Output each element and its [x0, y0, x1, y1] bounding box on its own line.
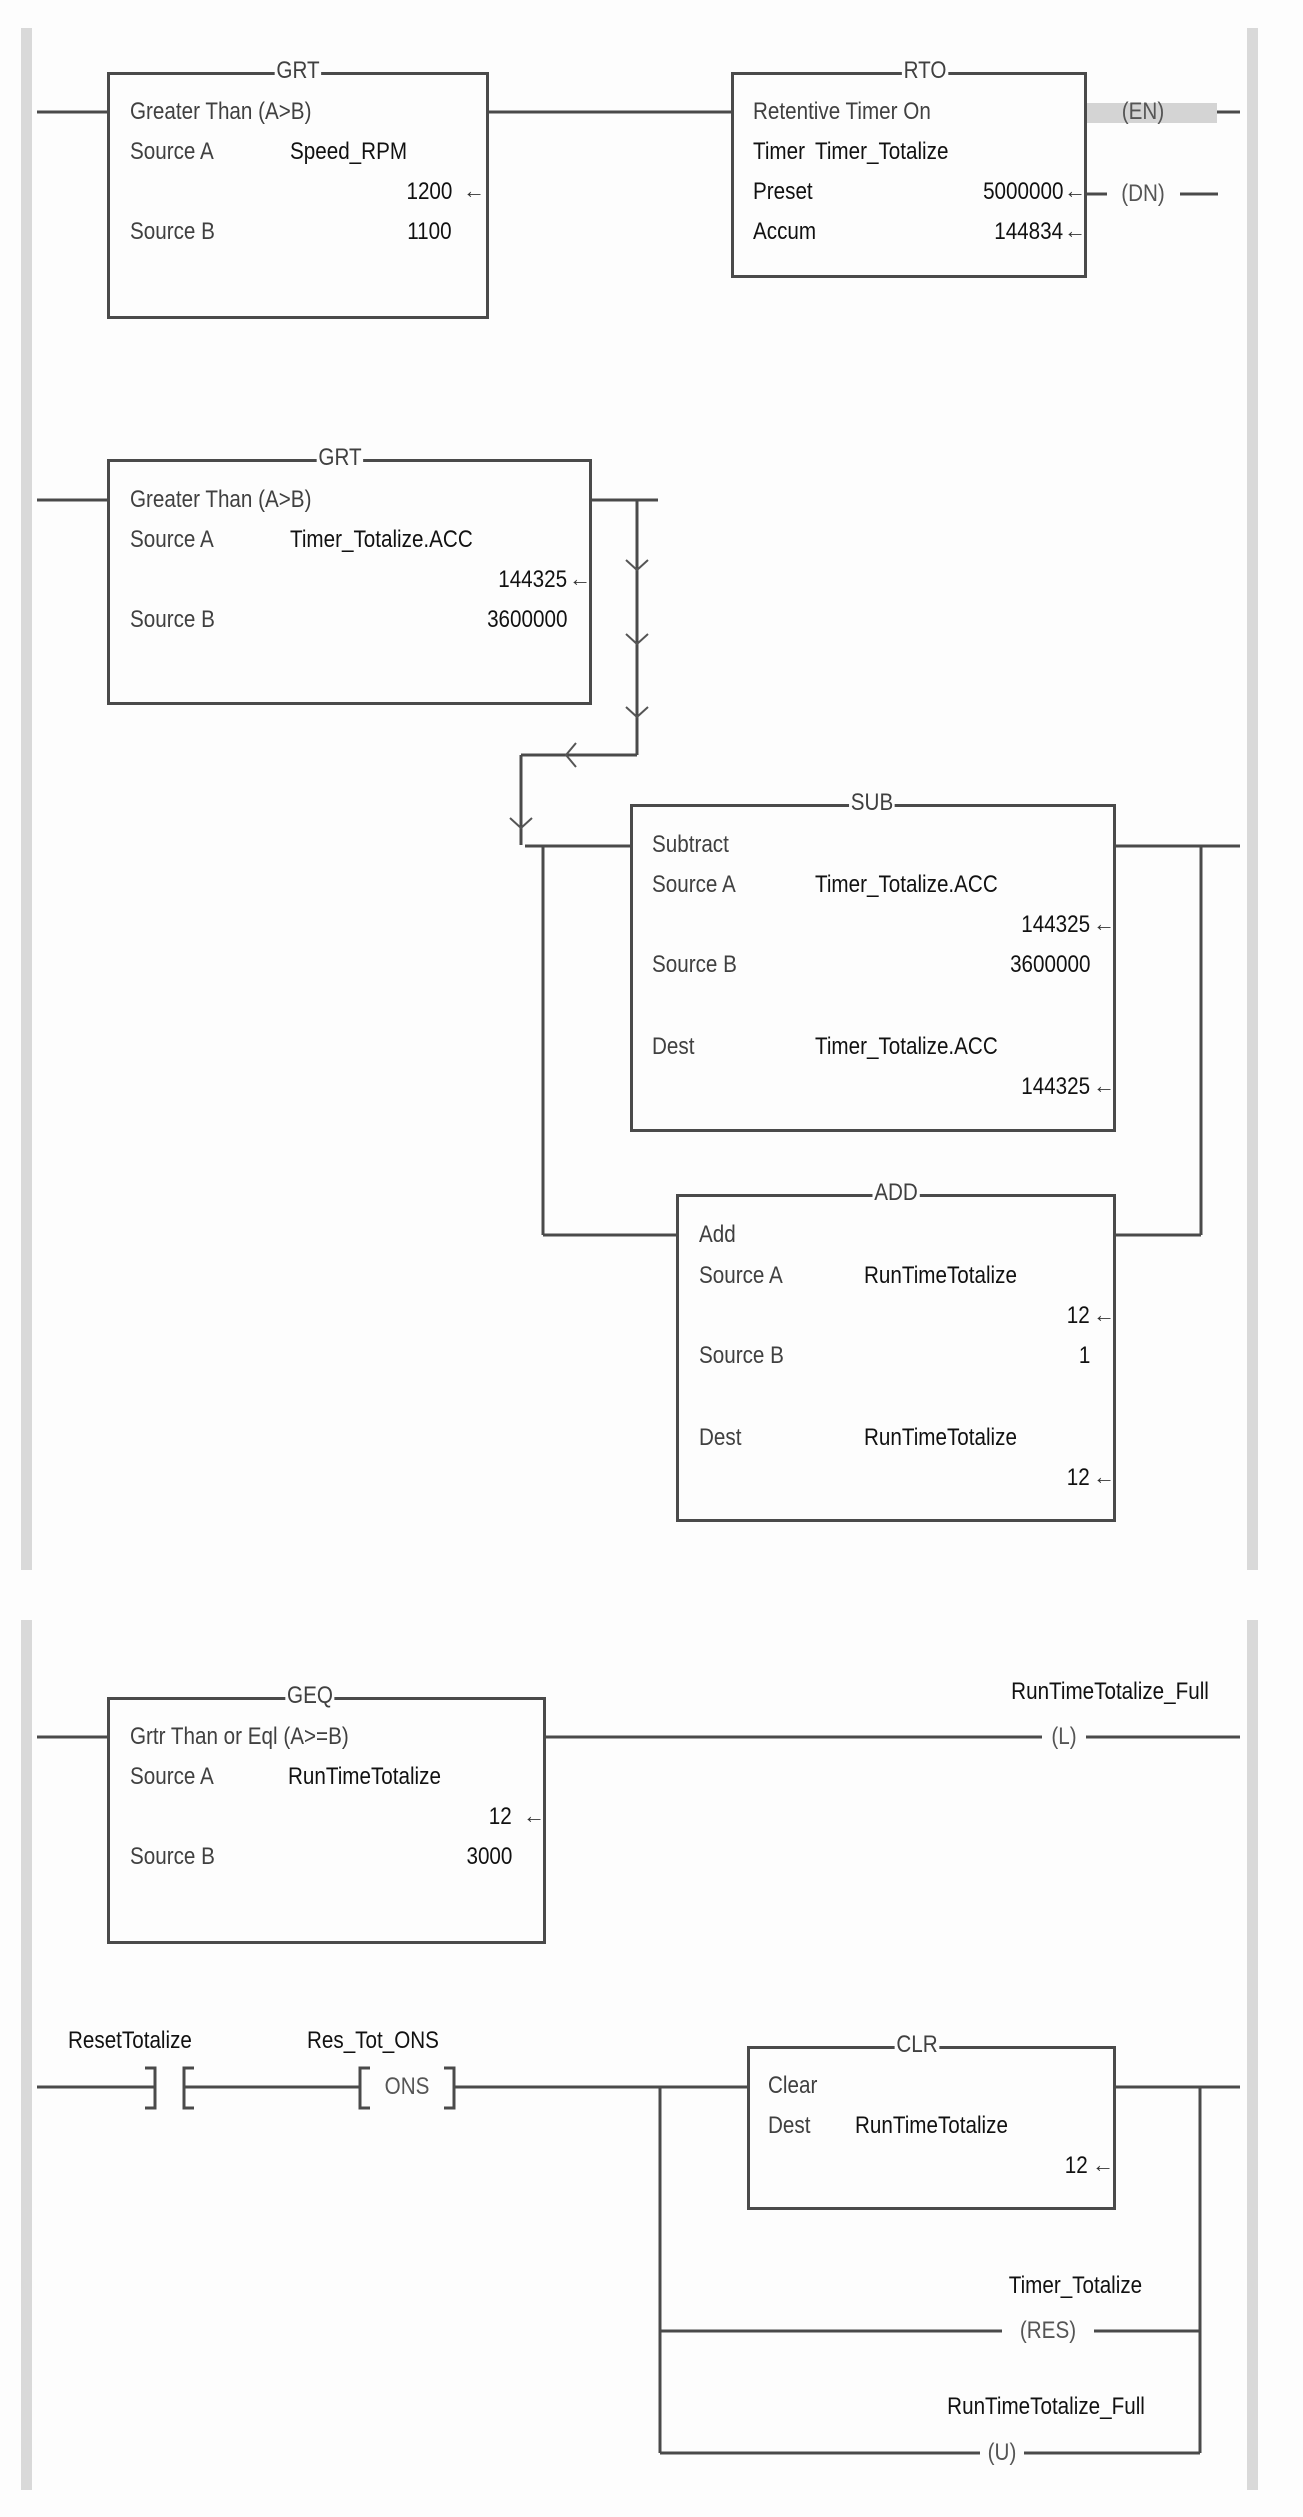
ons-instruction[interactable]: ONS: [385, 2073, 430, 2101]
geq-description: Grtr Than or Eql (A>=B): [130, 1723, 349, 1750]
ons-brackets: [358, 2066, 456, 2110]
add-description: Add: [699, 1221, 736, 1248]
en-label: EN: [1128, 98, 1158, 125]
dest-tag[interactable]: Timer_Totalize.ACC: [815, 1033, 998, 1060]
right-power-rail-panel2: [1247, 1620, 1258, 2490]
value-arrow-icon: ←: [1064, 218, 1086, 243]
latch-coil-tag[interactable]: RunTimeTotalize_Full: [1011, 1678, 1209, 1705]
xic-contact[interactable]: [143, 2066, 197, 2110]
accum-label: Accum: [753, 218, 817, 245]
en-energized-highlight: [1087, 103, 1217, 123]
add-mnemonic: ADD: [872, 1179, 920, 1207]
latch-symbol: L: [1058, 1723, 1070, 1750]
source-a-tag[interactable]: RunTimeTotalize: [864, 1262, 1017, 1289]
source-a-value[interactable]: 1200: [406, 178, 452, 205]
ons-symbol: ONS: [384, 2073, 430, 2100]
value-arrow-icon: ←: [1093, 1464, 1115, 1489]
timer-label: Timer: [753, 138, 805, 165]
unlatch-coil-tag[interactable]: RunTimeTotalize_Full: [947, 2393, 1145, 2420]
dest-label: Dest: [652, 1033, 695, 1060]
res-coil-tag[interactable]: Timer_Totalize: [1008, 2272, 1142, 2299]
source-a-label: Source A: [652, 871, 736, 898]
source-b-label: Source B: [130, 218, 215, 245]
source-a-tag[interactable]: Timer_Totalize.ACC: [815, 871, 998, 898]
source-a-value[interactable]: 12: [489, 1803, 512, 1830]
ons-tag[interactable]: Res_Tot_ONS: [307, 2027, 439, 2054]
left-power-rail-panel1: [21, 28, 32, 1570]
source-b-value[interactable]: 3000: [466, 1843, 512, 1870]
value-arrow-icon: ←: [523, 1803, 545, 1828]
dn-label: DN: [1128, 180, 1158, 207]
rto-description: Retentive Timer On: [753, 98, 931, 125]
source-b-value[interactable]: 3600000: [486, 606, 567, 633]
source-b-value[interactable]: 1100: [407, 218, 452, 245]
value-arrow-icon: ←: [463, 178, 485, 203]
res-symbol: RES: [1026, 2317, 1070, 2344]
source-b-label: Source B: [130, 1843, 215, 1870]
left-power-rail-panel2: [21, 1620, 32, 2490]
preset-label: Preset: [753, 178, 813, 205]
grt-description: Greater Than (A>B): [130, 98, 312, 125]
sub-description: Subtract: [652, 831, 729, 858]
source-a-tag[interactable]: RunTimeTotalize: [288, 1763, 441, 1790]
accum-value[interactable]: 144834: [994, 218, 1063, 245]
value-arrow-icon: ←: [1093, 911, 1115, 936]
value-arrow-icon: ←: [1093, 1302, 1115, 1327]
rto-mnemonic: RTO: [901, 57, 949, 85]
dest-value[interactable]: 12: [1067, 1464, 1090, 1491]
source-a-tag[interactable]: Timer_Totalize.ACC: [290, 526, 473, 553]
dn-output: (DN): [1121, 180, 1165, 208]
value-arrow-icon: ←: [1092, 2152, 1114, 2177]
grt-mnemonic: GRT: [316, 444, 364, 472]
latch-coil[interactable]: (L): [1051, 1723, 1077, 1751]
en-output: (EN): [1121, 98, 1165, 125]
dest-label: Dest: [768, 2112, 811, 2139]
dest-value[interactable]: 12: [1065, 2152, 1088, 2179]
source-a-value[interactable]: 144325: [498, 566, 567, 593]
clr-mnemonic: CLR: [894, 2031, 940, 2059]
source-b-label: Source B: [130, 606, 215, 633]
grt-mnemonic: GRT: [274, 57, 322, 85]
unlatch-coil[interactable]: (U): [987, 2439, 1017, 2467]
source-a-label: Source A: [130, 1763, 214, 1790]
unlatch-symbol: U: [994, 2439, 1010, 2466]
dest-label: Dest: [699, 1424, 742, 1451]
source-a-tag[interactable]: Speed_RPM: [290, 138, 408, 165]
grt-description: Greater Than (A>B): [130, 486, 312, 513]
value-arrow-icon: ←: [569, 566, 591, 591]
value-arrow-icon: ←: [1093, 1073, 1115, 1098]
source-a-label: Source A: [130, 138, 214, 165]
source-a-value[interactable]: 144325: [1021, 911, 1090, 938]
dest-value[interactable]: 144325: [1021, 1073, 1090, 1100]
dest-tag[interactable]: RunTimeTotalize: [864, 1424, 1017, 1451]
source-b-label: Source B: [652, 951, 737, 978]
source-a-value[interactable]: 12: [1067, 1302, 1090, 1329]
xic-contact-tag[interactable]: ResetTotalize: [68, 2027, 192, 2054]
geq-mnemonic: GEQ: [285, 1682, 335, 1710]
value-arrow-icon: ←: [1064, 178, 1086, 203]
preset-value[interactable]: 5000000: [982, 178, 1063, 205]
res-coil[interactable]: (RES): [1019, 2317, 1077, 2345]
source-b-value[interactable]: 1: [1078, 1342, 1090, 1369]
dest-tag[interactable]: RunTimeTotalize: [855, 2112, 1008, 2139]
source-a-label: Source A: [699, 1262, 783, 1289]
source-a-label: Source A: [130, 526, 214, 553]
flow-arrows: [509, 559, 649, 830]
source-b-value[interactable]: 3600000: [1009, 951, 1090, 978]
source-b-label: Source B: [699, 1342, 784, 1369]
timer-tag[interactable]: Timer_Totalize: [815, 138, 949, 165]
clr-description: Clear: [768, 2072, 818, 2099]
xic-contact-symbol: [145, 2066, 194, 2110]
right-power-rail-panel1: [1247, 28, 1258, 1570]
sub-mnemonic: SUB: [849, 789, 895, 817]
